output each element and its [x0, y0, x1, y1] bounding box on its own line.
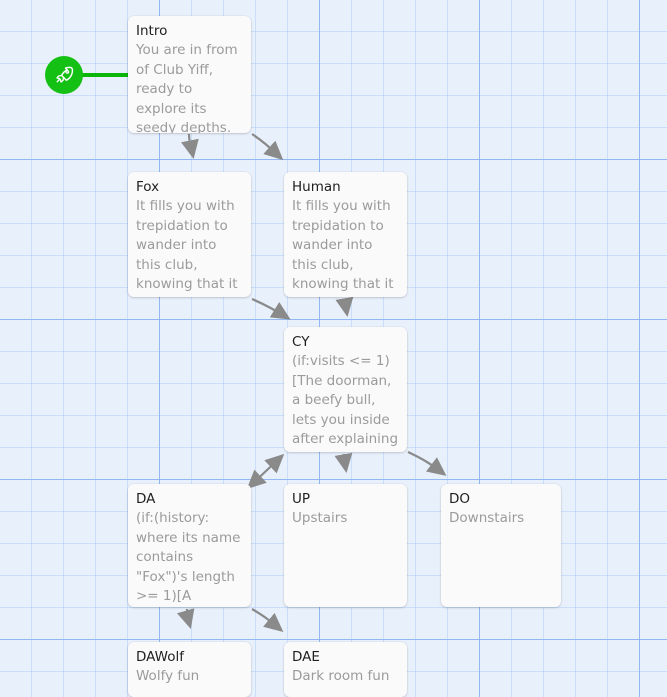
node-do[interactable]: DO Downstairs: [441, 484, 561, 607]
node-cy[interactable]: CY (if:visits <= 1)[The doorman, a beefy…: [284, 327, 407, 452]
node-da[interactable]: DA (if:(history: where its name contains…: [128, 484, 251, 607]
node-body: (if:(history: where its name contains "F…: [136, 510, 241, 605]
node-body: Wolfy fun: [136, 668, 200, 684]
node-title: Fox: [136, 179, 160, 195]
start-marker[interactable]: [45, 56, 83, 94]
node-body: Downstairs: [449, 510, 525, 526]
node-body: Upstairs: [292, 510, 348, 526]
node-body: Dark room fun: [292, 668, 390, 684]
node-title: DAWolf: [136, 649, 184, 665]
node-intro[interactable]: Intro You are in from of Club Yiff, read…: [128, 16, 251, 133]
node-body: It fills you with trepidation to wander …: [292, 198, 394, 297]
node-title: DO: [449, 491, 471, 507]
node-title: DA: [136, 491, 156, 507]
edge-cy-da: [246, 453, 285, 490]
edge-da-dae: [251, 608, 284, 632]
node-body: You are in from of Club Yiff, ready to e…: [136, 42, 238, 133]
node-title: Human: [292, 179, 341, 195]
start-connector-line: [82, 73, 129, 77]
node-title: CY: [292, 334, 310, 350]
node-up[interactable]: UP Upstairs: [284, 484, 407, 607]
node-human[interactable]: Human It fills you with trepidation to w…: [284, 172, 407, 297]
node-title: DAE: [292, 649, 320, 665]
edge-cy-do: [407, 451, 447, 476]
edge-human-cy: [335, 296, 354, 318]
node-body: (if:visits <= 1)[The doorman, a beefy bu…: [292, 353, 399, 452]
edge-intro-human: [251, 133, 284, 161]
node-body: It fills you with trepidation to wander …: [136, 198, 238, 297]
edge-fox-cy: [251, 297, 291, 320]
edge-intro-fox: [181, 133, 199, 160]
edge-cy-up: [334, 452, 353, 474]
edge-da-dawolf: [176, 608, 195, 629]
node-dawolf[interactable]: DAWolf Wolfy fun: [128, 642, 251, 697]
node-title: UP: [292, 491, 311, 507]
node-fox[interactable]: Fox It fills you with trepidation to wan…: [128, 172, 251, 297]
node-dae[interactable]: DAE Dark room fun: [284, 642, 407, 697]
rocket-icon: [56, 66, 74, 83]
node-title: Intro: [136, 23, 168, 39]
